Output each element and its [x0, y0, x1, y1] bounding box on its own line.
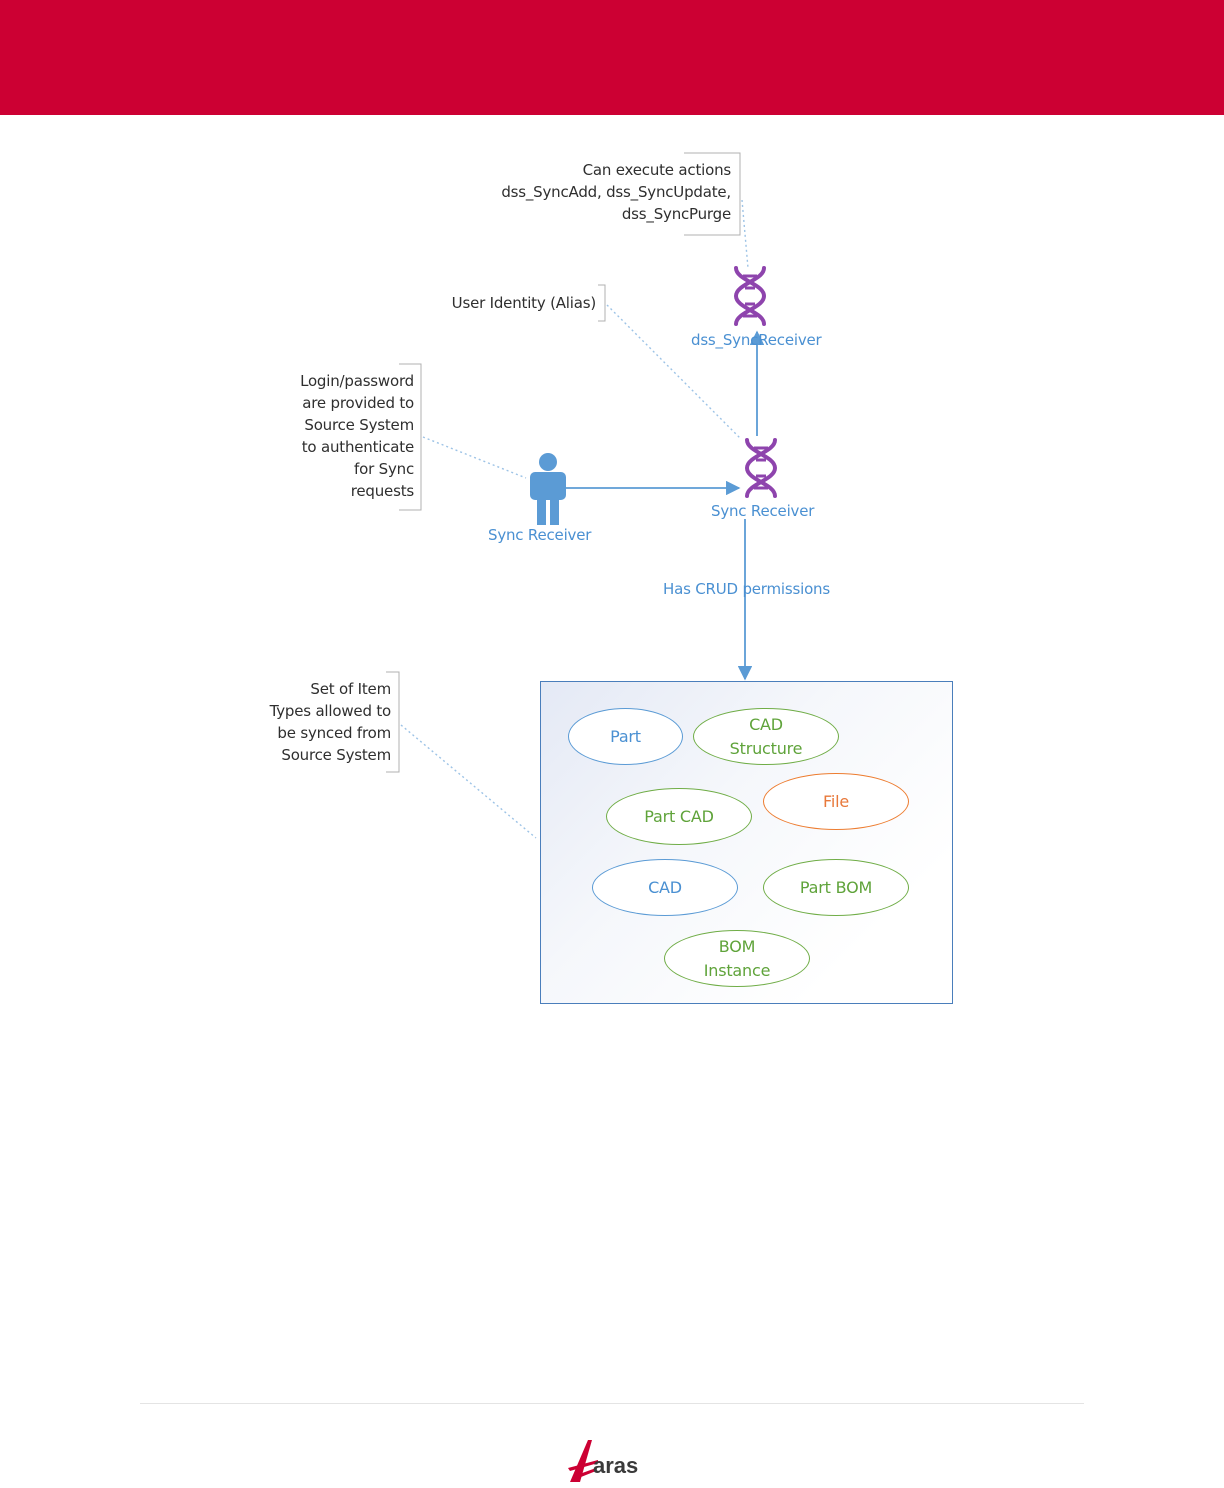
itemtypes-note-bracket [386, 671, 400, 773]
alias-note-bracket [598, 284, 606, 322]
itemtypes-note: Set of Item Types allowed to be synced f… [269, 680, 392, 764]
header-banner [0, 0, 1224, 115]
item-type-bom-instance: BOM Instance [664, 930, 810, 987]
aras-logo [568, 1440, 598, 1482]
dss-identity-label: dss_SyncReceiver [691, 331, 822, 349]
login-connector [422, 436, 527, 479]
login-note-bracket [399, 363, 422, 511]
sync-identity-label: Sync Receiver [711, 502, 815, 520]
item-type-cad-structure: CAD Structure [693, 708, 839, 765]
login-note: Login/password are provided to Source Sy… [300, 372, 414, 500]
sync-user-label: Sync Receiver [488, 526, 592, 544]
actions-note: Can execute actions dss_SyncAdd, dss_Syn… [501, 161, 731, 223]
actions-connector [741, 199, 749, 269]
person-icon [530, 453, 566, 525]
item-type-cad: CAD [592, 859, 738, 916]
dna-icon [733, 266, 767, 326]
crud-edge-label: Has CRUD permissions [663, 580, 830, 598]
item-type-part-cad: Part CAD [606, 788, 752, 845]
footer-divider [140, 1403, 1084, 1404]
item-type-part-bom: Part BOM [763, 859, 909, 916]
dna-icon [744, 438, 778, 498]
aras-logo-text: aras [593, 1453, 639, 1478]
item-type-file: File [763, 773, 909, 830]
alias-connector [606, 304, 741, 439]
itemtypes-connector [400, 724, 537, 839]
item-type-part: Part [568, 708, 683, 765]
actions-note-bracket [684, 152, 741, 236]
alias-note: User Identity (Alias) [451, 294, 597, 312]
